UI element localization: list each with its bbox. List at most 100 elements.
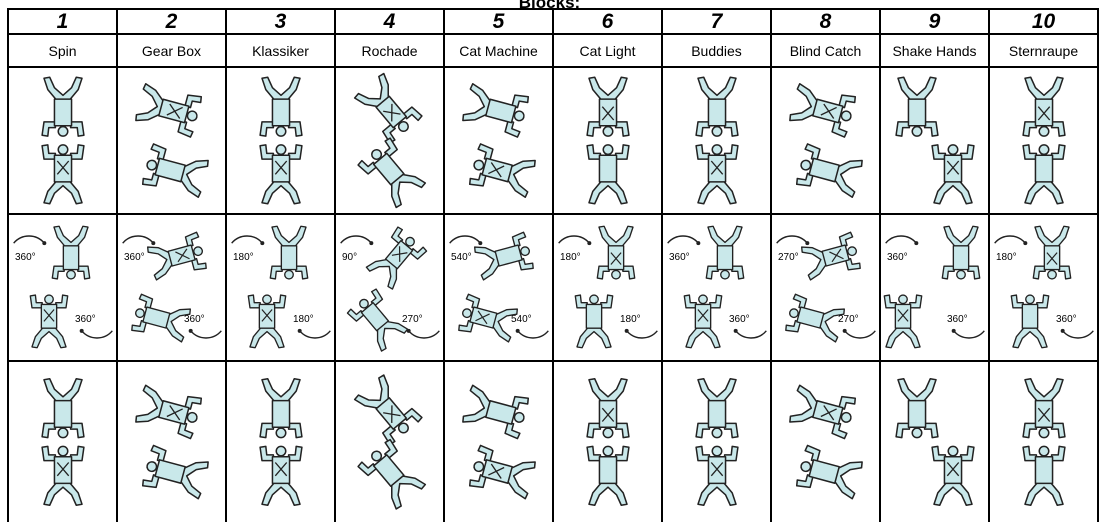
formation-drawing bbox=[118, 69, 225, 212]
arrow-head-icon bbox=[298, 329, 302, 333]
arrow-head-icon bbox=[42, 241, 46, 245]
formation-drawing: 360°360° bbox=[9, 216, 116, 359]
formation-drawing bbox=[336, 69, 443, 212]
formation-drawing bbox=[772, 69, 879, 212]
rotation-arrow-icon bbox=[736, 331, 767, 338]
formation-cell bbox=[335, 67, 444, 214]
formation-cell bbox=[662, 67, 771, 214]
rotation-arrow-icon bbox=[627, 331, 658, 338]
skydiver-figure bbox=[461, 383, 529, 439]
formation-drawing bbox=[663, 363, 770, 521]
arrow-head-icon bbox=[369, 241, 373, 245]
skydiver-figure bbox=[469, 445, 537, 501]
rotation-label: 360° bbox=[887, 252, 908, 263]
skydiver-figure bbox=[597, 226, 634, 279]
block-name: Shake Hands bbox=[880, 34, 989, 67]
skydiver-figure bbox=[42, 446, 84, 505]
start-formation-row bbox=[8, 67, 1098, 214]
formation-cell: 360° 360° bbox=[880, 214, 989, 361]
skydiver-figure bbox=[587, 379, 629, 438]
formation-cell bbox=[444, 361, 553, 522]
block-name: Cat Machine bbox=[444, 34, 553, 67]
block-number: 4 bbox=[335, 9, 444, 34]
rotation-arrow-icon bbox=[14, 236, 45, 243]
skydiver-figure bbox=[932, 446, 974, 505]
formation-cell: 540°540° bbox=[444, 214, 553, 361]
skydiver-figure bbox=[706, 226, 743, 279]
block-name: Cat Light bbox=[553, 34, 662, 67]
rotation-label: 360° bbox=[947, 314, 968, 325]
formation-drawing bbox=[336, 363, 443, 521]
formation-drawing bbox=[772, 363, 879, 521]
skydiver-figure bbox=[575, 295, 612, 348]
name-row: Spin Gear Box Klassiker Rochade Cat Mach… bbox=[8, 34, 1098, 67]
formation-drawing bbox=[9, 363, 116, 521]
skydiver-figure bbox=[461, 82, 529, 138]
formation-cell bbox=[553, 67, 662, 214]
formation-drawing bbox=[881, 363, 988, 521]
block-number: 1 bbox=[8, 9, 117, 34]
arrow-head-icon bbox=[625, 329, 629, 333]
skydiver-figure bbox=[1023, 77, 1065, 136]
rotation-label: 360° bbox=[75, 314, 96, 325]
formation-cell: 180°180° bbox=[553, 214, 662, 361]
skydiver-figure bbox=[696, 145, 738, 204]
end-formation-row bbox=[8, 361, 1098, 522]
formation-cell bbox=[444, 67, 553, 214]
arrow-head-icon bbox=[260, 241, 264, 245]
arrow-head-icon bbox=[80, 329, 84, 333]
skydiver-figure bbox=[884, 295, 921, 348]
arrow-head-icon bbox=[696, 241, 700, 245]
skydiver-figure bbox=[1023, 379, 1065, 438]
skydiver-figure bbox=[52, 226, 89, 279]
arrow-head-icon bbox=[1023, 241, 1027, 245]
skydiver-figure bbox=[365, 226, 428, 290]
formation-cell bbox=[117, 361, 226, 522]
rotation-arrow-icon bbox=[123, 236, 154, 243]
rotation-arrow-icon bbox=[668, 236, 699, 243]
rotation-label: 540° bbox=[511, 314, 532, 325]
blocks-table: 1 2 3 4 5 6 7 8 9 10 Spin Gear Box Klass… bbox=[7, 8, 1099, 522]
skydiver-figure bbox=[696, 379, 738, 438]
formation-drawing: 270°270° bbox=[772, 216, 879, 359]
rotation-label: 180° bbox=[293, 314, 314, 325]
formation-cell bbox=[880, 361, 989, 522]
skydiver-figure bbox=[146, 232, 207, 282]
skydiver-figure bbox=[684, 295, 721, 348]
formation-drawing bbox=[990, 69, 1097, 212]
formation-drawing bbox=[9, 69, 116, 212]
formation-drawing bbox=[554, 363, 661, 521]
rotation-label: 360° bbox=[729, 314, 750, 325]
rotation-label: 360° bbox=[1056, 314, 1077, 325]
arrow-head-icon bbox=[1061, 329, 1065, 333]
skydiver-figure bbox=[42, 145, 84, 204]
skydiver-figure bbox=[42, 379, 84, 438]
skydiver-figure bbox=[260, 145, 302, 204]
formation-drawing bbox=[445, 363, 552, 521]
formation-drawing: 180°180° bbox=[554, 216, 661, 359]
number-row: 1 2 3 4 5 6 7 8 9 10 bbox=[8, 9, 1098, 34]
formation-cell bbox=[8, 361, 117, 522]
skydiver-figure bbox=[469, 144, 537, 200]
formation-cell: 90°270° bbox=[335, 214, 444, 361]
formation-drawing bbox=[227, 69, 334, 212]
skydiver-figure bbox=[353, 373, 423, 445]
skydiver-figure bbox=[131, 294, 192, 344]
rotation-label: 270° bbox=[402, 314, 423, 325]
skydiver-figure bbox=[1023, 446, 1065, 505]
formation-cell bbox=[226, 67, 335, 214]
skydiver-figure bbox=[1023, 145, 1065, 204]
formation-drawing bbox=[881, 69, 988, 212]
formation-cell bbox=[662, 361, 771, 522]
skydiver-figure bbox=[260, 77, 302, 136]
formation-cell bbox=[771, 361, 880, 522]
formation-drawing bbox=[118, 363, 225, 521]
block-number: 5 bbox=[444, 9, 553, 34]
rotation-label: 180° bbox=[996, 252, 1017, 263]
skydiver-figure bbox=[260, 379, 302, 438]
skydiver-figure bbox=[942, 226, 979, 279]
formation-cell bbox=[989, 67, 1098, 214]
formation-drawing: 360° 360° bbox=[881, 216, 988, 359]
rotation-arrow-icon bbox=[409, 331, 440, 338]
block-name: Sternraupe bbox=[989, 34, 1098, 67]
